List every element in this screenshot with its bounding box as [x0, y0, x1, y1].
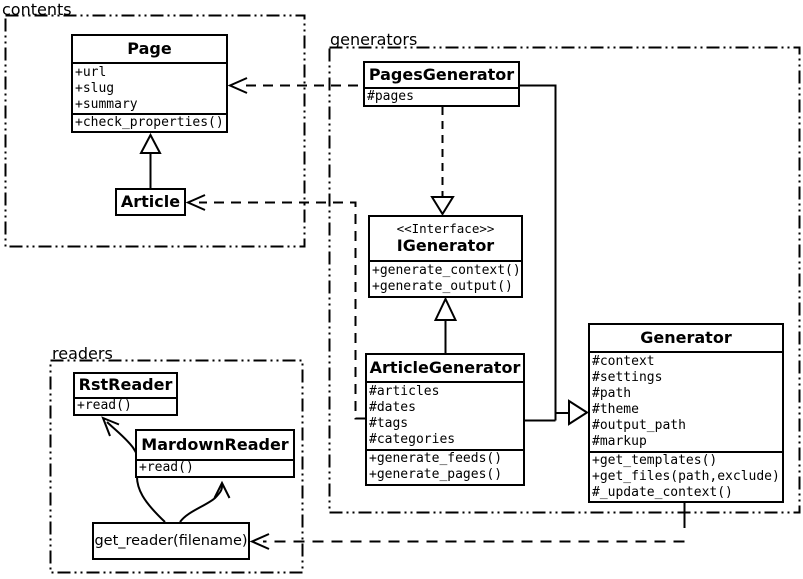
attribute: +summary [75, 97, 138, 112]
attribute: #context [592, 354, 655, 369]
class-title: Article [120, 192, 181, 211]
class-header: <<Interface>> IGenerator [370, 217, 521, 260]
class-attributes: +url +slug +summary [73, 62, 226, 113]
attribute: #articles [369, 384, 440, 399]
class-methods: +generate_feeds() +generate_pages() [367, 449, 523, 484]
attribute: #settings [592, 370, 663, 385]
class-methods: +get_templates() +get_files(path,exclude… [590, 451, 782, 501]
method: #_update_context() [592, 485, 733, 500]
method: +generate_pages() [369, 467, 503, 482]
dependency-generator-to-getreader [249, 503, 686, 550]
generalization-article-to-page [139, 132, 162, 188]
package-border-generators [328, 46, 801, 514]
attribute: #theme [592, 402, 639, 417]
class-methods: +check_properties() [73, 113, 226, 131]
class-box-article: Article [115, 188, 186, 216]
method: +get_templates() [592, 453, 718, 468]
attribute: +slug [75, 81, 115, 96]
class-box-articlegenerator: ArticleGenerator #articles #dates #tags … [365, 353, 525, 486]
realization-pagesgenerator-to-igenerator [430, 107, 455, 216]
class-title: MardownReader [141, 435, 289, 454]
attribute: #output_path [592, 418, 686, 433]
class-box-generator: Generator #context #settings #path #them… [588, 323, 784, 503]
package-label-readers: readers [52, 344, 113, 363]
method: +read() [139, 460, 194, 475]
generalization-articlegenerator-to-igenerator [433, 296, 458, 353]
attribute: #dates [369, 400, 416, 415]
class-stereotype: <<Interface>> [396, 221, 495, 236]
class-title: Generator [640, 328, 732, 347]
class-box-page: Page +url +slug +summary +check_properti… [71, 34, 228, 133]
method: +check_properties() [75, 115, 224, 130]
get-reader-box: get_reader(filename) [92, 522, 250, 560]
method: +generate_output() [372, 279, 513, 294]
dependency-articlegenerator-to-article [185, 194, 365, 420]
package-border-contents [4, 14, 306, 248]
arrow-getreader-to-markdownreader [179, 480, 231, 523]
class-title: ArticleGenerator [369, 358, 521, 377]
class-box-markdownreader: MardownReader +read() [135, 429, 295, 478]
class-box-pagesgenerator: PagesGenerator #pages [363, 61, 520, 107]
dependency-pagesgenerator-to-page [227, 77, 363, 94]
attribute: #path [592, 386, 632, 401]
class-title: RstReader [78, 375, 173, 394]
method: +generate_context() [372, 263, 521, 278]
attribute: #tags [369, 416, 409, 431]
attribute: +url [75, 65, 107, 80]
class-attributes: #context #settings #path #theme #output_… [590, 351, 782, 451]
attribute: #categories [369, 432, 456, 447]
class-box-rstreader: RstReader +read() [73, 372, 178, 416]
method: +read() [77, 398, 132, 413]
class-title: Page [127, 39, 172, 58]
method: +get_files(path,exclude) [592, 469, 780, 484]
generalization-generators-to-generator [520, 84, 589, 426]
attribute: #pages [367, 89, 414, 104]
attribute: #markup [592, 434, 647, 449]
class-attributes: #articles #dates #tags #categories [367, 381, 523, 449]
class-title: IGenerator [396, 236, 495, 255]
package-label-contents: contents [2, 0, 72, 19]
class-attributes: #pages [365, 87, 518, 105]
class-methods: +read() [75, 397, 176, 414]
package-border-readers [49, 359, 304, 574]
class-methods: +generate_context() +generate_output() [370, 260, 521, 296]
method: +generate_feeds() [369, 451, 503, 466]
class-box-igenerator: <<Interface>> IGenerator +generate_conte… [368, 215, 523, 298]
class-methods: +read() [137, 459, 293, 476]
package-label-generators: generators [330, 30, 418, 49]
class-title: PagesGenerator [368, 65, 515, 84]
